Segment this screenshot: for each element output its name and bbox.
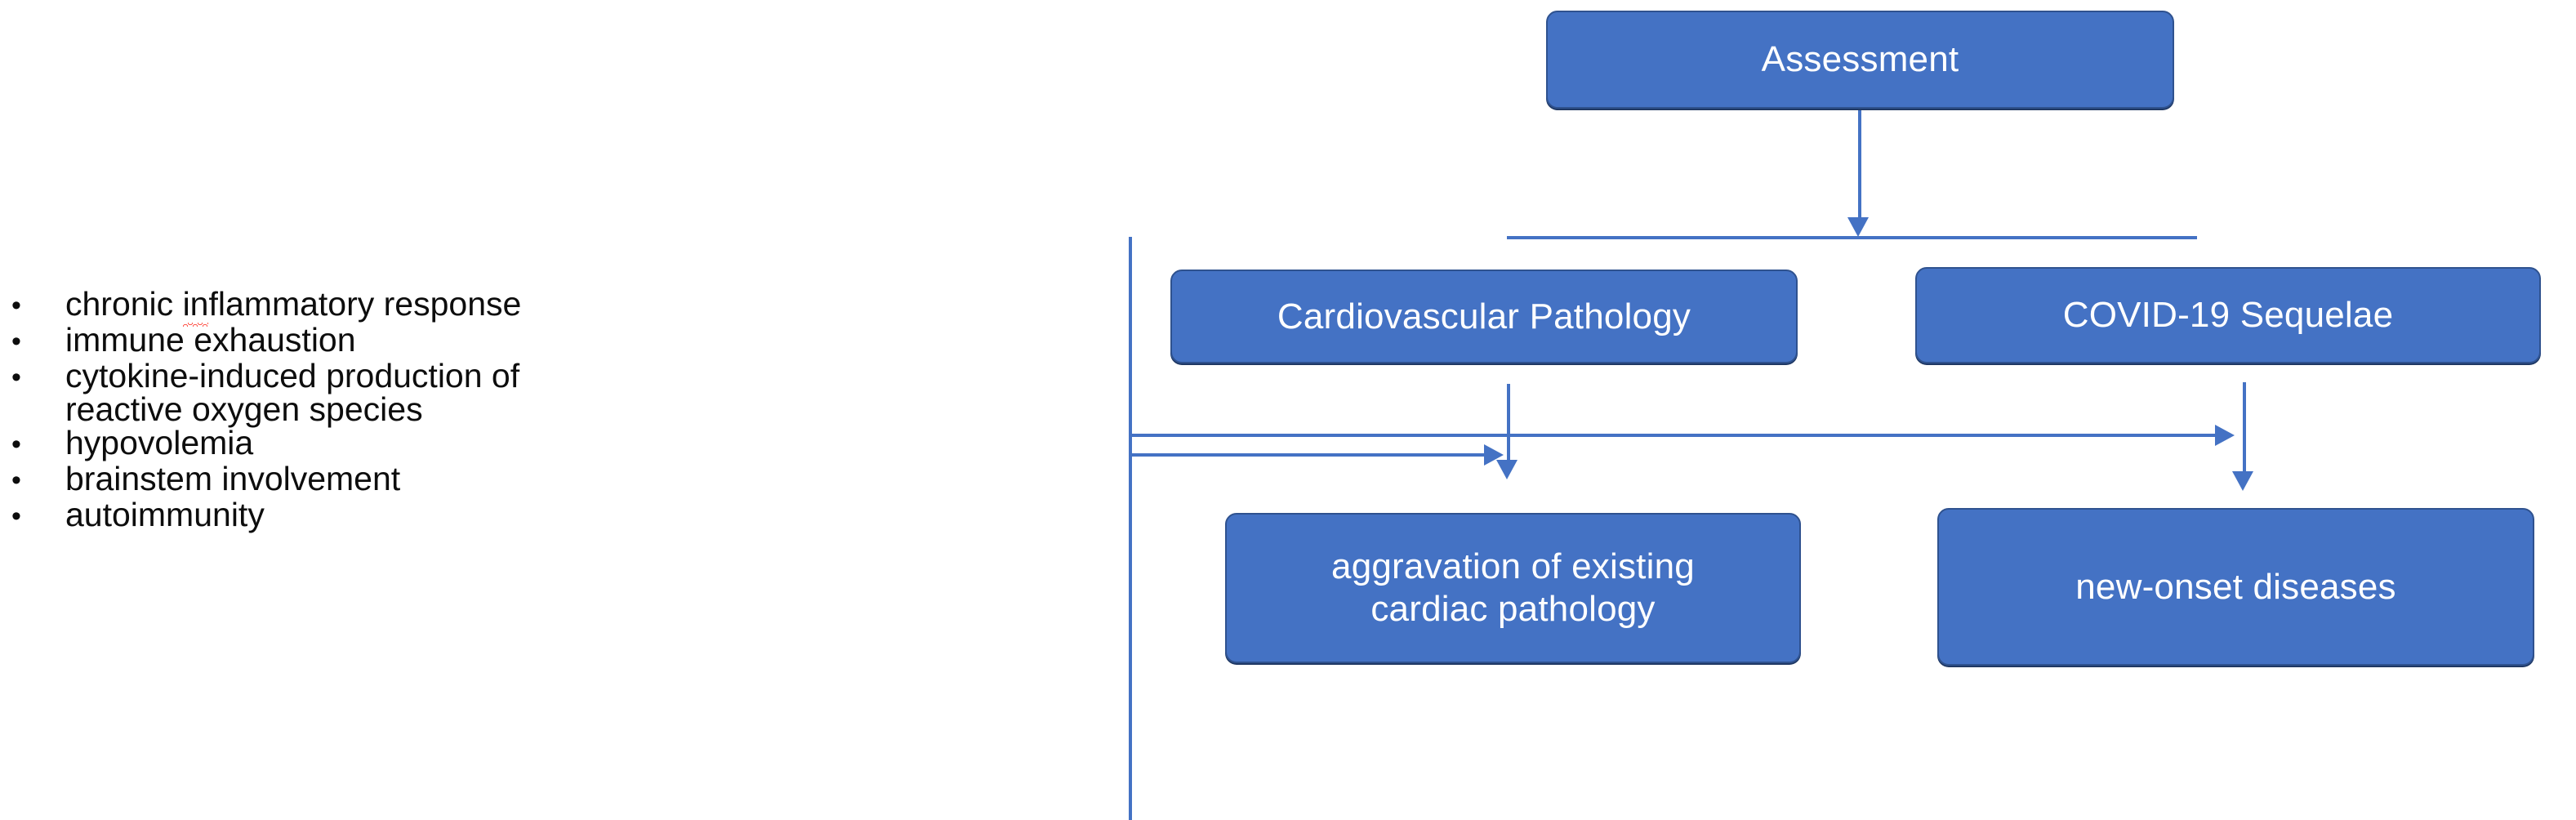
list-item-label: hypovolemia: [65, 424, 254, 461]
edge-bulletlist-to-newonset: [1129, 434, 2220, 437]
list-item: • immune exhaustion: [0, 323, 555, 359]
list-item: • brainstem involvement: [0, 462, 555, 498]
list-item-label: autoimmunity: [65, 496, 265, 533]
edge-cardiovascular-to-aggravation: [1507, 384, 1510, 462]
node-aggravation-line-1: aggravation of existing: [1331, 546, 1695, 586]
bullet-marker-icon: •: [11, 290, 21, 321]
edge-assessment-stem: [1858, 109, 1861, 220]
edge-bulletlist-to-aggravation: [1129, 453, 1489, 457]
bullet-marker-icon: •: [11, 429, 21, 460]
arrowhead-right-icon: [2215, 425, 2235, 446]
arrowhead-down-icon: [2232, 471, 2253, 491]
arrowhead-down-icon: [1496, 460, 1518, 479]
node-new-onset-diseases[interactable]: new-onset diseases: [1937, 508, 2534, 666]
edge-assessment-split-bar: [1507, 236, 2197, 239]
node-aggravation-label: aggravation of existing cardiac patholog…: [1331, 546, 1695, 631]
bullet-marker-icon: •: [11, 362, 21, 393]
list-item: • cytokine-induced production of reactiv…: [0, 359, 555, 426]
list-item-label: immune exhaustion: [65, 321, 356, 359]
edge-bulletlist-spine: [1129, 237, 1132, 820]
list-item: • chronic inflammatory response: [0, 285, 555, 327]
bullet-marker-icon: •: [11, 465, 21, 496]
list-item: • autoimmunity: [0, 498, 555, 534]
node-cardiovascular-pathology[interactable]: Cardiovascular Pathology: [1170, 270, 1798, 363]
list-item: • hypovolemia: [0, 426, 555, 462]
bullet-marker-icon: •: [11, 326, 21, 357]
node-assessment[interactable]: Assessment: [1546, 11, 2174, 109]
node-covid-19-sequelae[interactable]: COVID-19 Sequelae: [1915, 267, 2541, 363]
arrowhead-down-icon: [1847, 217, 1869, 237]
spellcheck-underline: in: [182, 285, 209, 327]
bullet-list: • chronic inflammatory response • immune…: [0, 287, 555, 534]
edge-covid-to-newonset: [2243, 382, 2246, 474]
bullet-marker-icon: •: [11, 501, 21, 532]
node-aggravation-of-existing-cardiac-pathology[interactable]: aggravation of existing cardiac patholog…: [1225, 513, 1801, 663]
list-item-label: chronic inflammatory response: [65, 285, 522, 327]
list-item-label: cytokine-induced production of reactive …: [65, 357, 529, 428]
node-aggravation-line-2: cardiac pathology: [1370, 589, 1656, 629]
list-item-label: brainstem involvement: [65, 460, 401, 497]
